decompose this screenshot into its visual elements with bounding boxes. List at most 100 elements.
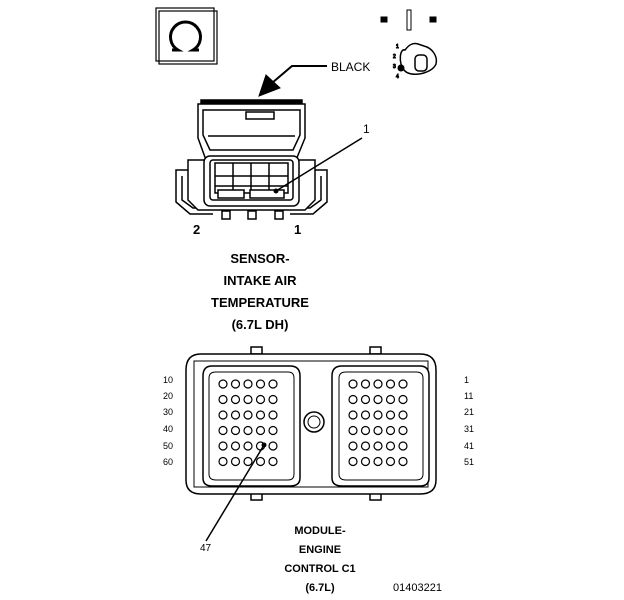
left-pin-cavity [255,425,266,436]
left-pin-cavity [218,425,228,436]
ecm-connector [185,346,437,501]
latch-orientation-icon: 1 2 3 4 [380,9,438,81]
left-pin-cavity [268,410,278,420]
sensor-callout-number: 1 [363,122,370,136]
left-pin-cavity [255,394,266,405]
sensor-pin-label-right: 1 [294,222,302,237]
left-pin-cavity [255,410,266,420]
ecm-left-row-label: 20 [163,391,174,401]
right-pin-cavity [398,410,408,420]
ecm-left-row-label: 30 [163,407,174,417]
left-pin-cavity [243,456,253,467]
left-pin-cavity [268,441,278,451]
right-pin-cavity [373,379,383,389]
svg-text:2: 2 [393,54,396,60]
left-pin-cavity [230,425,241,436]
ecm-left-row-label: 10 [163,375,174,385]
left-pin-cavity [218,410,228,420]
right-pin-cavity [348,394,358,405]
right-pin-cavity [373,456,383,467]
right-pin-cavity [373,425,383,436]
right-pin-cavity [360,425,371,436]
right-pin-cavity [360,379,371,389]
sensor-pin-label-left: 2 [193,222,201,237]
color-pointer-arrow [258,65,327,97]
left-pin-cavity [230,394,241,405]
right-pin-cavity [360,410,371,420]
right-pin-cavity [360,394,371,405]
left-pin-cavity [243,394,253,405]
ecm-left-row-label: 50 [163,441,174,451]
left-pin-cavity [243,441,253,451]
sensor-title: SENSOR- INTAKE AIR TEMPERATURE (6.7L DH) [180,248,340,336]
left-pin-cavity [230,441,241,451]
ecm-title: MODULE- ENGINE CONTROL C1 (6.7L) [250,522,390,598]
left-pin-cavity [255,456,266,467]
right-pin-cavity [398,425,408,436]
svg-text:4: 4 [396,74,399,80]
left-pin-cavity [230,379,241,389]
right-pin-cavity [385,394,396,405]
right-pin-cavity [373,394,383,405]
color-label: BLACK [331,60,371,74]
right-pin-cavity [385,456,396,467]
left-pin-cavity [230,410,241,420]
right-pin-cavity [398,441,408,451]
left-pin-cavity [268,425,278,436]
left-pin-cavity [230,456,241,467]
sensor-title-line: INTAKE AIR [223,273,297,288]
ecm-left-row-label: 60 [163,457,174,467]
right-pin-cavity [385,441,396,451]
left-pin-cavity [243,379,253,389]
sensor-callout-leader [273,137,363,194]
ecm-right-row-label: 31 [464,424,475,434]
right-pin-cavity [398,379,408,389]
right-pin-cavity [360,456,371,467]
right-pin-cavity [360,441,371,451]
left-pin-cavity [268,379,278,389]
right-pin-cavity [348,425,358,436]
right-pin-cavity [385,410,396,420]
left-pin-cavity [255,379,266,389]
left-pin-cavity [218,456,228,467]
ecm-right-row-label: 21 [464,407,475,417]
ecm-right-row-label: 11 [464,391,474,401]
sensor-title-line: (6.7L DH) [231,317,289,332]
ecm-right-row-label: 1 [464,375,470,385]
right-pin-cavity [348,410,358,420]
right-pin-cavity [385,379,396,389]
right-pin-cavity [348,441,358,451]
ecm-callout-leader [205,442,267,542]
ecm-pin-cavities [218,379,408,467]
left-pin-cavity [268,394,278,405]
ecm-title-line: CONTROL C1 [284,563,356,575]
right-pin-cavity [373,410,383,420]
ecm-right-row-label: 41 [464,441,475,451]
left-pin-cavity [268,456,278,467]
figure-id: 01403221 [393,582,442,594]
right-pin-cavity [398,394,408,405]
ecm-title-line: MODULE- [294,525,346,537]
svg-text:3: 3 [393,64,396,70]
terminal-view-icon [155,7,218,65]
left-pin-cavity [218,441,228,451]
sensor-title-line: TEMPERATURE [211,295,309,310]
ecm-title-line: (6.7L) [305,582,335,594]
ecm-right-row-label: 51 [464,457,475,467]
right-pin-cavity [348,456,358,467]
sensor-connector [175,99,328,220]
ecm-title-line: ENGINE [298,544,342,556]
left-pin-cavity [243,425,253,436]
ecm-left-row-label: 40 [163,424,174,434]
svg-text:1: 1 [396,44,399,50]
right-pin-cavity [348,379,358,389]
right-pin-cavity [398,456,408,467]
sensor-title-line: SENSOR- [230,251,290,266]
left-pin-cavity [243,410,253,420]
right-pin-cavity [385,425,396,436]
left-pin-cavity [218,379,228,389]
right-pin-cavity [373,441,383,451]
ecm-callout-number: 47 [200,543,212,554]
left-pin-cavity [218,394,228,405]
